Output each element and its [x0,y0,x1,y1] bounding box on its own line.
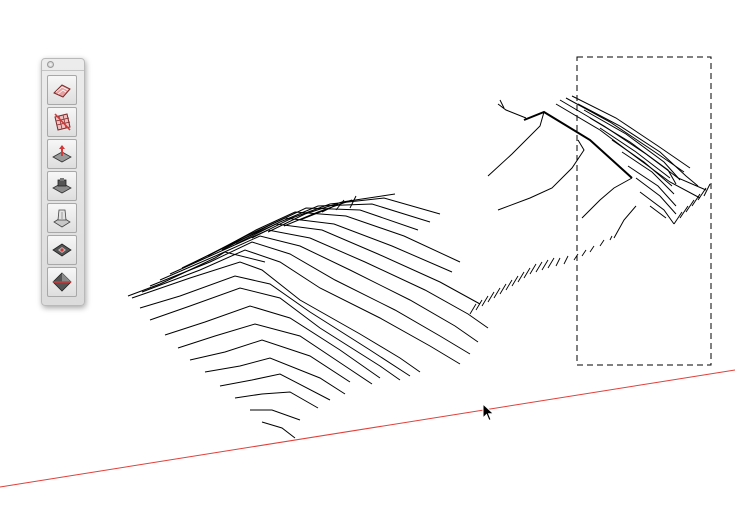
palette-titlebar[interactable] [42,59,84,71]
from-contours-button[interactable] [47,75,77,105]
contour-ticks [469,235,613,315]
drape-button[interactable] [47,203,77,233]
stamp-button[interactable] [47,171,77,201]
stamp-icon [52,178,72,194]
from-scratch-button[interactable] [47,107,77,137]
red-axis-line [0,369,735,488]
contour-lines-main[interactable] [127,193,489,439]
drape-icon [53,209,71,228]
flip-edge-icon [52,272,72,292]
selection-box[interactable] [576,56,712,366]
smoove-button[interactable] [47,139,77,169]
palette-close-button[interactable] [47,61,54,68]
from-scratch-icon [54,113,71,131]
sandbox-tool-palette[interactable] [41,58,85,306]
flip-edge-button[interactable] [47,267,77,297]
mouse-cursor-icon [482,403,495,422]
contour-lines-upper[interactable] [487,95,711,239]
smoove-icon [52,145,72,163]
add-detail-icon [52,243,72,257]
from-contours-icon [53,84,71,98]
add-detail-button[interactable] [47,235,77,265]
